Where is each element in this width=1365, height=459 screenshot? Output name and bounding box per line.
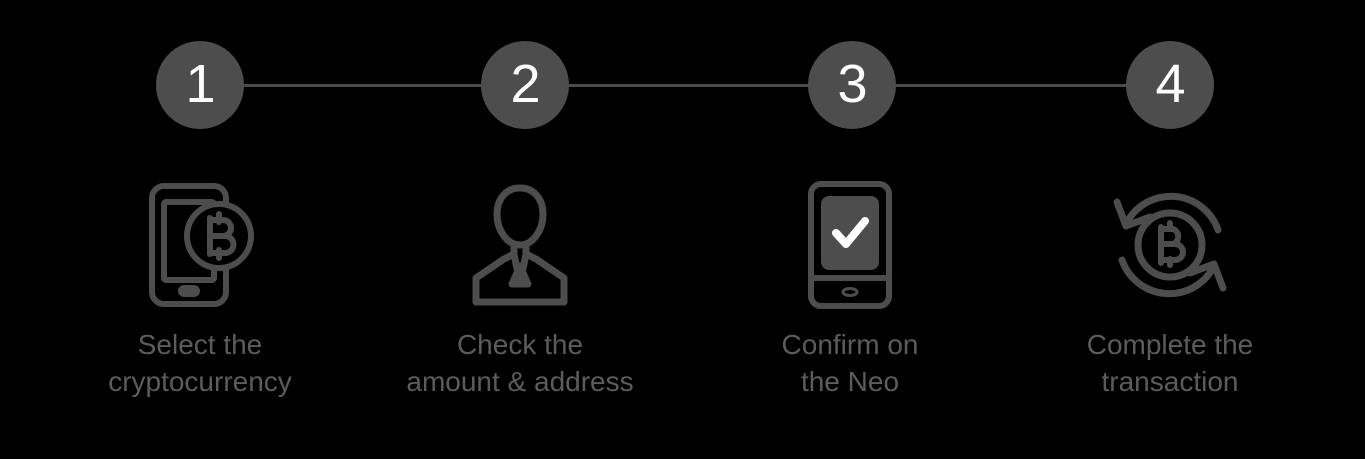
step-number-1: 1 (185, 54, 215, 114)
connector-line-3-4 (896, 84, 1128, 87)
step-circle-1[interactable]: 1 (156, 41, 244, 129)
bitcoin-exchange-arrows-icon (1106, 175, 1234, 315)
step-number-2: 2 (510, 54, 540, 114)
step-label-4: Complete the transaction (1086, 329, 1254, 397)
step-label-3: Confirm on the Neo (781, 329, 919, 397)
step-item-4: Complete the transaction (1020, 175, 1320, 415)
smartphone-bitcoin-icon (140, 175, 260, 315)
step-label-1: Select the cryptocurrency (108, 329, 292, 397)
step-number-4: 4 (1155, 54, 1185, 114)
step-circle-4[interactable]: 4 (1126, 41, 1214, 129)
step-label-2: Check the amount & address (406, 329, 634, 397)
connector-line-1-2 (244, 84, 484, 87)
step-item-3: Confirm on the Neo (700, 175, 1000, 415)
step-number-3: 3 (837, 54, 867, 114)
step-item-1: Select the cryptocurrency (50, 175, 350, 415)
step-circle-2[interactable]: 2 (481, 41, 569, 129)
person-suit-icon (460, 175, 580, 315)
step-columns: Select the cryptocurrency Check the amou… (0, 175, 1365, 459)
device-checkmark-icon (795, 175, 905, 315)
connector-line-2-3 (568, 84, 810, 87)
step-circle-3[interactable]: 3 (808, 41, 896, 129)
step-item-2: Check the amount & address (370, 175, 670, 415)
